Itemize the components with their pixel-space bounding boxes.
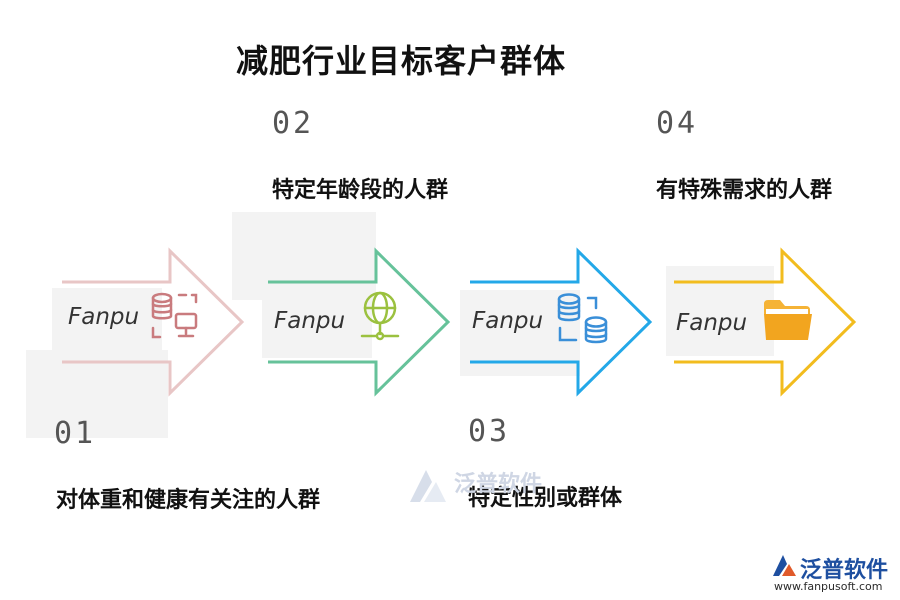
step-4-brand: Fanpu [676, 310, 748, 336]
step-1-number: 01 [54, 416, 97, 451]
step-3-caption: 特定性别或群体 [468, 485, 623, 511]
decor-block [232, 212, 376, 300]
decor-block [52, 288, 162, 350]
step-3-brand: Fanpu [472, 308, 544, 334]
database-network-icon [151, 292, 198, 339]
database-sync-icon [557, 293, 608, 344]
step-2-brand: Fanpu [274, 308, 346, 334]
watermark-text: 泛普软件 [454, 472, 543, 497]
watermark-logo-icon [410, 470, 446, 502]
decor-block [262, 290, 372, 358]
fanpu-logo-icon [773, 555, 796, 576]
step-3-number: 03 [468, 414, 511, 449]
step-1-brand: Fanpu [68, 304, 140, 330]
step-2-caption: 特定年龄段的人群 [272, 177, 449, 203]
step-4-caption: 有特殊需求的人群 [656, 177, 833, 203]
step-2-number: 02 [272, 106, 315, 141]
globe-network-icon [360, 291, 400, 341]
page-title: 减肥行业目标客户群体 [236, 42, 567, 80]
step-1-caption: 对体重和健康有关注的人群 [56, 487, 321, 513]
logo-name: 泛普软件 [800, 558, 889, 583]
decor-block [26, 350, 168, 438]
folder-icon [764, 300, 812, 340]
step-4-number: 04 [656, 106, 699, 141]
logo-url: www.fanpusoft.com [774, 580, 883, 593]
